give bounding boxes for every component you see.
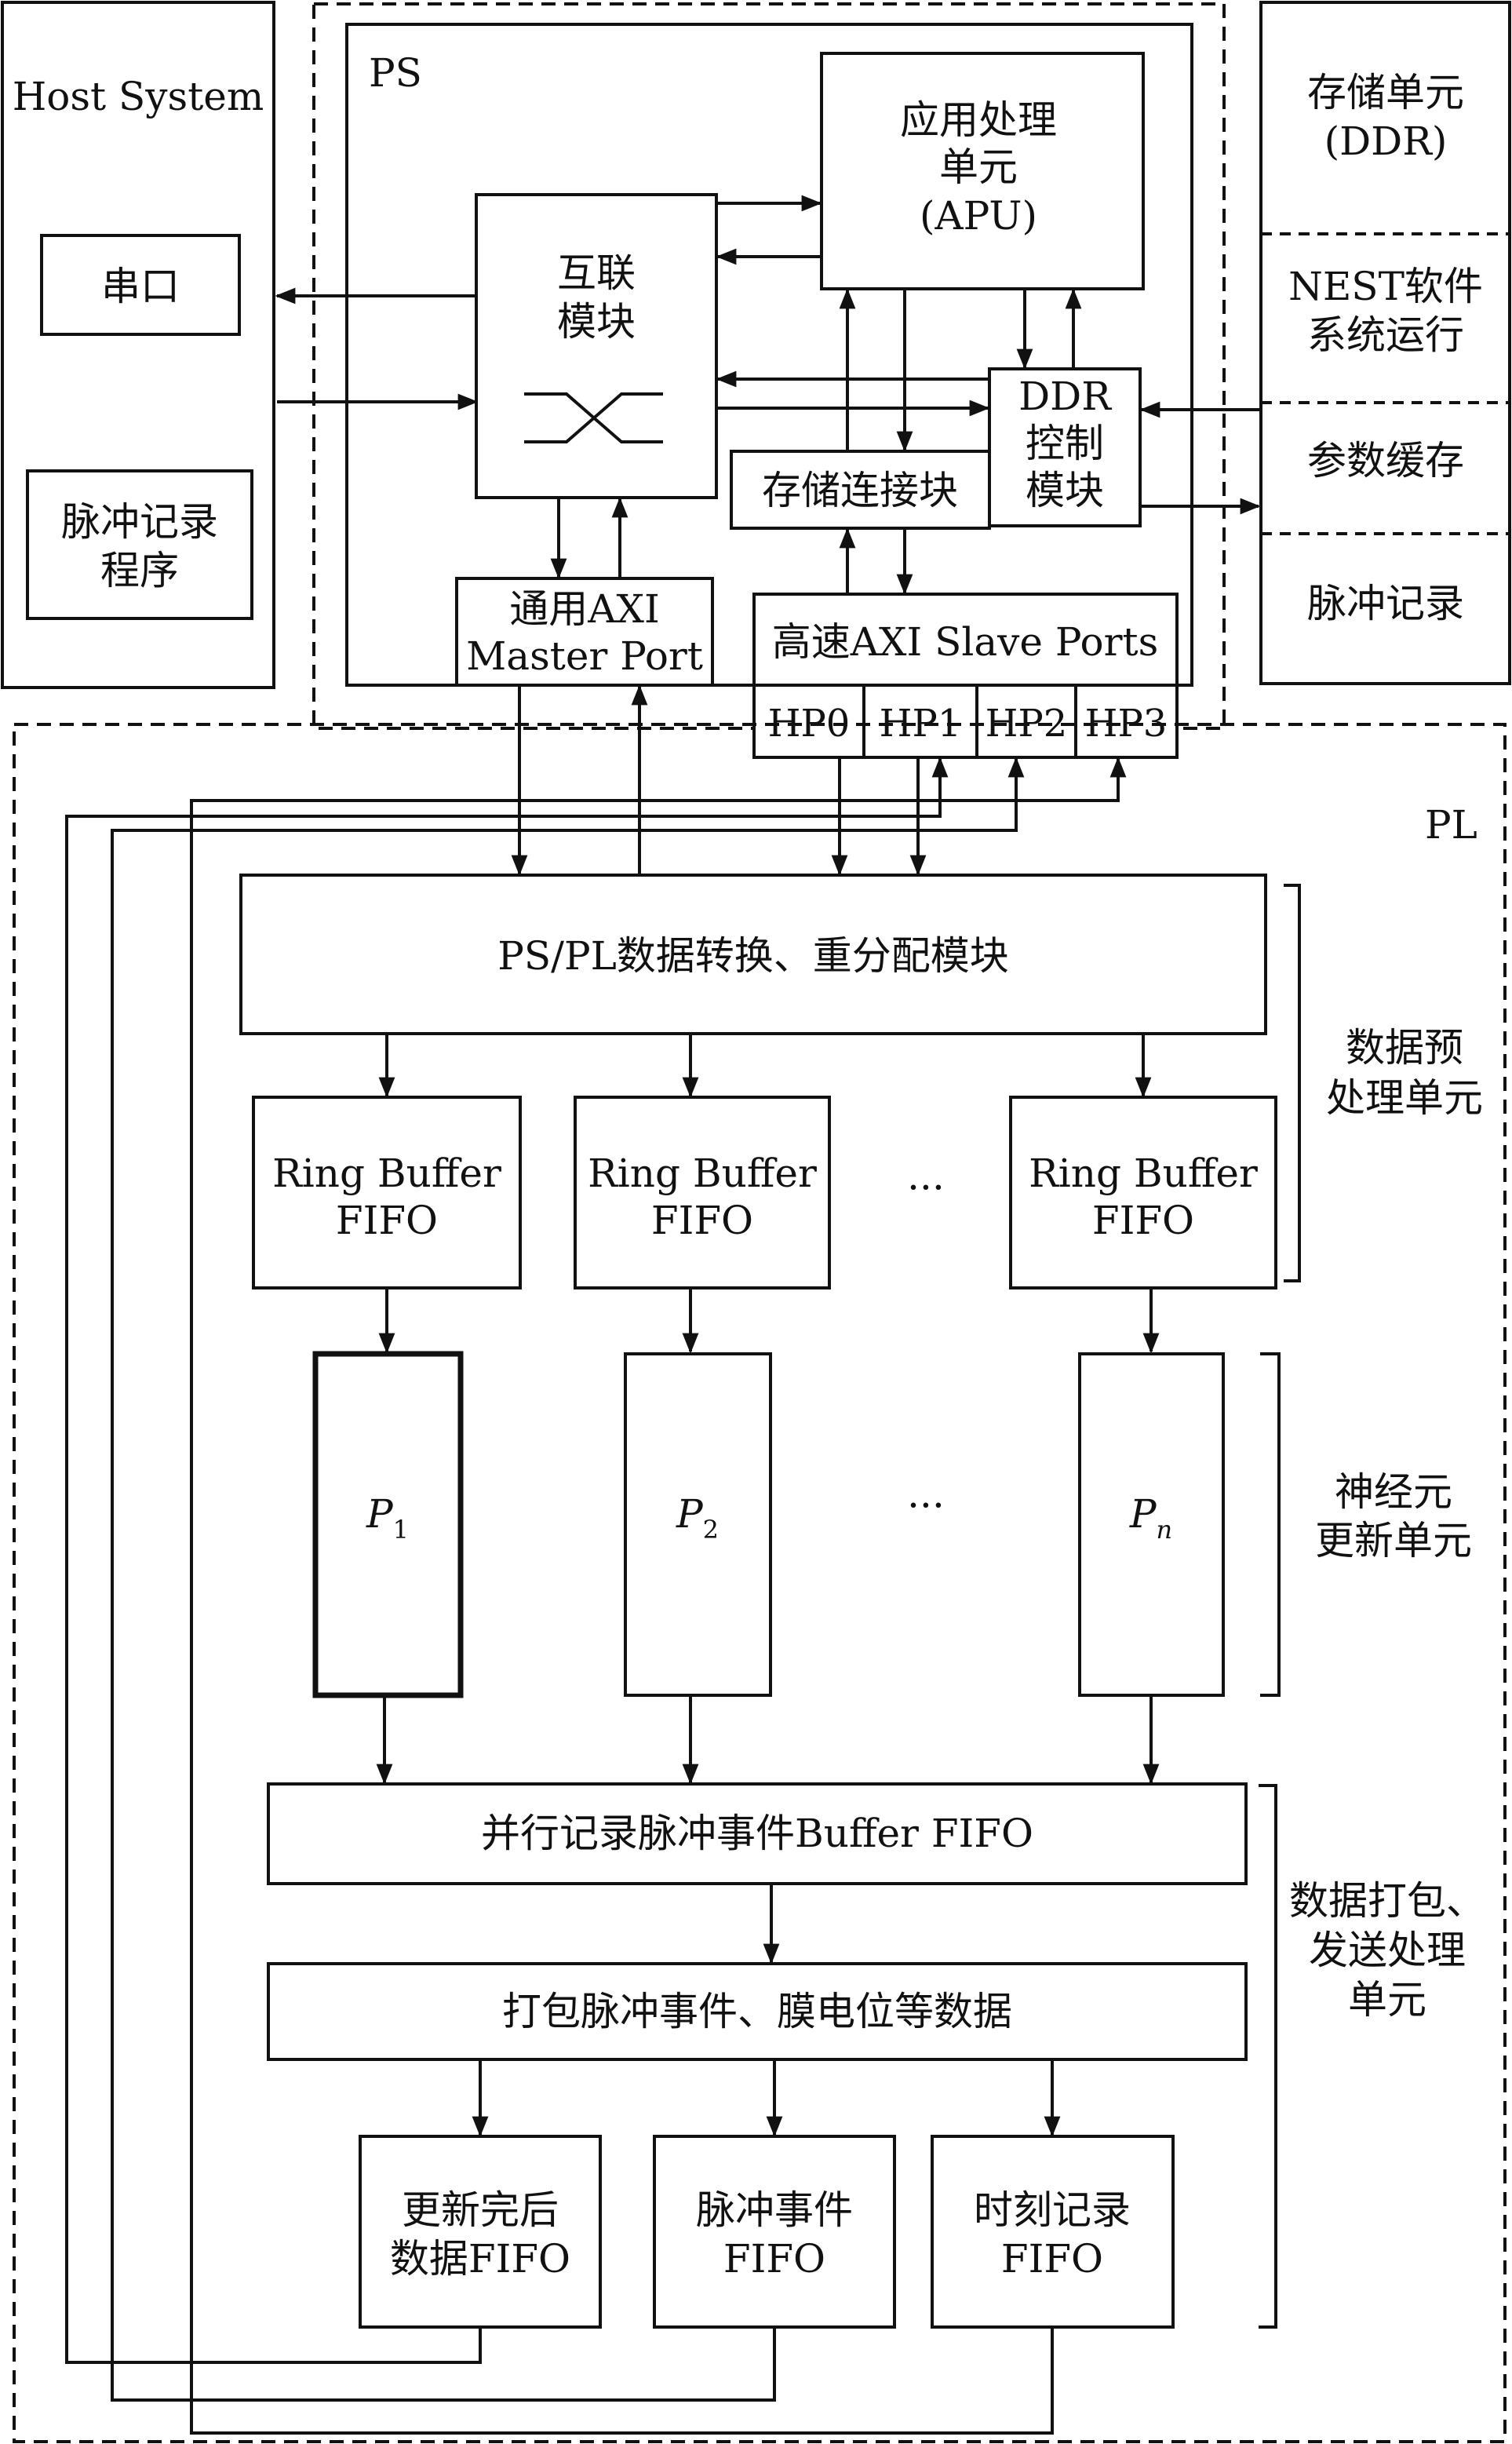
connectors [65, 195, 1261, 2435]
memory-connect-box [730, 450, 991, 530]
neuron-unit-1 [312, 1351, 464, 1698]
pack-send-label-2: 发送处理 [1309, 1928, 1466, 1973]
apu-box [820, 52, 1145, 290]
pl-dashed-boundary [13, 723, 1507, 2443]
ddr-controller-label-1: DDR [1018, 374, 1112, 419]
bracket-pack-send [1259, 1784, 1277, 2329]
convert-module-box [239, 874, 1267, 1035]
axi-master-port-box [455, 577, 714, 687]
hp-port-3 [1074, 684, 1179, 759]
output-fifo-pulse-label-2: FIFO [723, 2236, 825, 2282]
ddr-storage-title-2: (DDR) [1324, 119, 1448, 164]
bracket-preprocess [1284, 884, 1301, 1282]
ddr-storage: 存储单元 (DDR) NEST软件 系统运行 参数缓存 脉冲记录 [1259, 1, 1511, 685]
pulse-recorder-label-2: 程序 [100, 548, 179, 593]
ddr-storage-box [1259, 1, 1511, 685]
pulse-recorder-box [26, 469, 253, 620]
pack-send-label-1: 数据打包、 [1289, 1878, 1485, 1924]
ddr-controller-label-3: 模块 [1026, 468, 1104, 513]
neuron-unit-2-label: P2 [676, 1491, 719, 1545]
neuron-unit-n-label: Pn [1129, 1491, 1172, 1545]
host-system: Host System 串口 脉冲记录 程序 [1, 1, 275, 689]
output-fifo-updated-data [359, 2135, 602, 2329]
loop-time-fifo-to-hp3 [190, 757, 1127, 2435]
serial-port-box [40, 234, 241, 336]
output-fifo-updated-label-2: 数据FIFO [390, 2236, 570, 2282]
parallel-fifo-box [267, 1782, 1248, 1885]
output-fifo-updated-label-1: 更新完后 [402, 2187, 559, 2233]
neuron-unit-n [1078, 1352, 1225, 1697]
ring-buffer-2 [574, 1096, 831, 1289]
side-brackets: 数据预 处理单元 神经元 更新单元 数据打包、 发送处理 单元 [1259, 884, 1485, 2329]
convert-module-label: PS/PL数据转换、重分配模块 [497, 933, 1009, 979]
crossbar-icon [524, 392, 663, 443]
neuron-update-label-2: 更新单元 [1315, 1518, 1472, 1563]
neuron-unit-1-label: P1 [366, 1491, 409, 1545]
ring-buffer-1 [252, 1096, 522, 1289]
ring-buffer-2-label-2: FIFO [651, 1198, 753, 1243]
pack-module-label: 打包脉冲事件、膜电位等数据 [502, 1989, 1012, 2034]
ring-buffer-n [1009, 1096, 1277, 1289]
parallel-fifo-label: 并行记录脉冲事件Buffer FIFO [481, 1811, 1033, 1856]
output-fifo-time-label-1: 时刻记录 [974, 2187, 1131, 2233]
hp-ports: HP0 HP1 HP2 HP3 [752, 684, 1179, 759]
bracket-neuron-update [1260, 1352, 1281, 1697]
pl-title: PL [1425, 802, 1477, 848]
param-cache-label: 参数缓存 [1307, 438, 1464, 483]
nest-label-1: NEST软件 [1288, 264, 1483, 309]
interconnect-label-1: 互联 [557, 250, 636, 296]
preprocess-label-1: 数据预 [1346, 1025, 1463, 1071]
hp-port-0 [752, 684, 865, 759]
hp-port-1 [862, 684, 978, 759]
output-fifo-time-label-2: FIFO [1001, 2236, 1103, 2282]
neuron-unit-2 [624, 1352, 772, 1697]
serial-port-label: 串口 [101, 264, 180, 309]
neuron-unit-ellipsis: ··· [907, 1483, 945, 1528]
ps-title: PS [369, 50, 422, 96]
neuron-update-label-1: 神经元 [1335, 1469, 1452, 1515]
axi-slave-ports-box [752, 593, 1179, 687]
pack-module-box [267, 1962, 1248, 2061]
memory-connect-label: 存储连接块 [762, 468, 958, 513]
ring-buffer-1-label-2: FIFO [336, 1198, 438, 1243]
hp-port-2 [975, 684, 1077, 759]
ps-region: PS 应用处理 单元 (APU) 互联 模块 DDR 控制 模块 存储连接块 通… [312, 2, 1226, 759]
ddr-controller-box [988, 367, 1142, 527]
pack-send-label-3: 单元 [1348, 1977, 1426, 2023]
ring-buffer-2-label-1: Ring Buffer [588, 1151, 817, 1196]
axi-master-label-2: Master Port [466, 633, 703, 679]
apu-label-1: 应用处理 [900, 97, 1057, 143]
ring-buffer-n-label-2: FIFO [1092, 1198, 1194, 1243]
pulse-recorder-label-1: 脉冲记录 [61, 499, 218, 545]
interconnect-box [475, 193, 718, 499]
pl-region: PL PS/PL数据转换、重分配模块 Ring Buffer FIFO Ring… [13, 723, 1507, 2443]
apu-label-2: 单元 [939, 144, 1018, 190]
axi-master-label-1: 通用AXI [509, 586, 659, 632]
nest-label-2: 系统运行 [1307, 312, 1464, 358]
loop-updated-fifo-to-hp1 [65, 757, 949, 2364]
ring-buffer-n-label-1: Ring Buffer [1029, 1151, 1258, 1196]
apu-label-3: (APU) [920, 193, 1037, 239]
ddr-controller-label-2: 控制 [1026, 421, 1104, 466]
pulse-record-label: 脉冲记录 [1307, 581, 1464, 626]
ring-buffer-ellipsis: ··· [907, 1165, 945, 1210]
ps-dashed-boundary [312, 2, 1226, 730]
host-system-title: Host System [13, 74, 264, 119]
loop-pulse-fifo-to-hp2 [111, 757, 1025, 2402]
output-fifo-pulse-label-1: 脉冲事件 [696, 2187, 853, 2233]
ddr-storage-title-1: 存储单元 [1307, 70, 1464, 115]
interconnect-label-2: 模块 [557, 299, 636, 345]
axi-slave-label: 高速AXI Slave Ports [772, 619, 1159, 665]
ring-buffer-1-label-1: Ring Buffer [272, 1151, 501, 1196]
preprocess-label-2: 处理单元 [1326, 1075, 1483, 1121]
